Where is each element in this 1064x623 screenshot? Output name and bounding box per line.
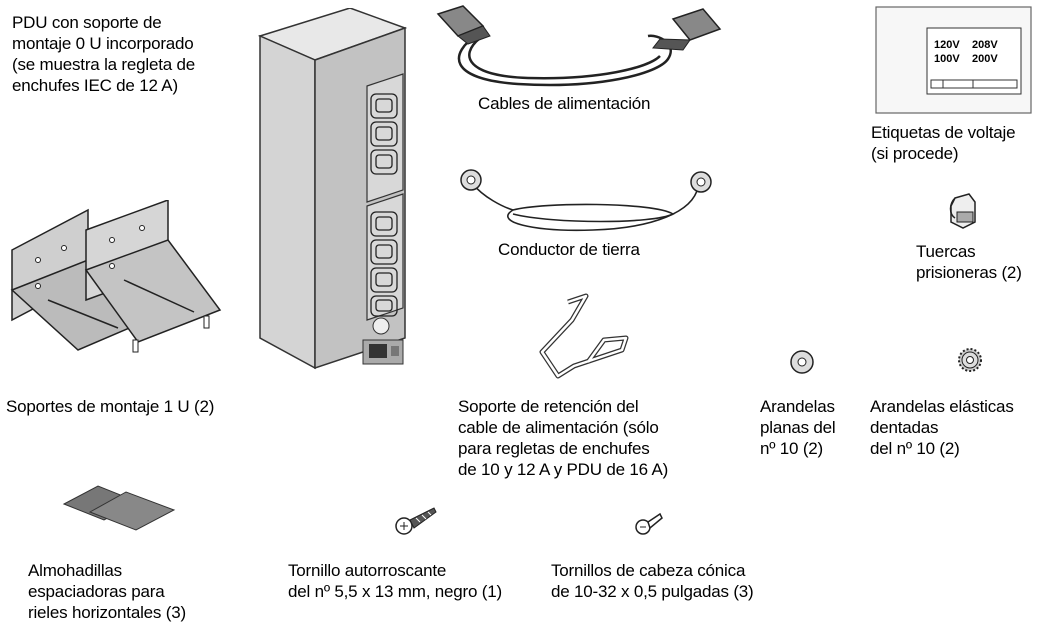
ground-wire-label: Conductor de tierra xyxy=(498,240,640,259)
lock-washers-label: Arandelas elásticas dentadas del nº 10 (… xyxy=(870,397,1014,458)
voltage-label-card: 120V 208V 100V 200V xyxy=(875,6,1032,114)
cage-nuts-label: Tuercas prisioneras (2) xyxy=(916,242,1022,282)
countersunk-screw-illustration xyxy=(635,512,663,535)
voltage-120v: 120V xyxy=(934,39,960,51)
power-cables-illustration xyxy=(436,5,722,87)
self-tapping-screw-label: Tornillo autorroscante del nº 5,5 x 13 m… xyxy=(288,561,502,601)
brackets-1u-illustration xyxy=(10,200,222,353)
flat-washer-illustration xyxy=(790,350,814,374)
voltage-labels-label: Etiquetas de voltaje (si procede) xyxy=(871,123,1016,163)
retention-bracket-label: Soporte de retención del cable de alimen… xyxy=(458,397,669,479)
spacer-pads-illustration xyxy=(62,485,176,531)
countersunk-screws-label: Tornillos de cabeza cónica de 10-32 x 0,… xyxy=(551,561,754,601)
pdu-label: PDU con soporte de montaje 0 U incorpora… xyxy=(12,13,196,95)
ground-wire-illustration xyxy=(460,169,712,232)
voltage-208v: 208V xyxy=(972,39,998,51)
spacer-pads-label: Almohadillas espaciadoras para rieles ho… xyxy=(28,561,186,622)
lock-washer-illustration xyxy=(958,348,982,372)
voltage-100v: 100V xyxy=(934,53,960,65)
self-tapping-screw-illustration xyxy=(395,507,437,535)
flat-washers-label: Arandelas planas del nº 10 (2) xyxy=(760,397,836,458)
power-cables-label: Cables de alimentación xyxy=(478,94,651,113)
brackets-1u-label: Soportes de montaje 1 U (2) xyxy=(6,397,215,416)
cage-nut-illustration xyxy=(949,193,976,229)
voltage-200v: 200V xyxy=(972,53,998,65)
retention-bracket-illustration xyxy=(539,293,629,379)
pdu-illustration xyxy=(257,8,408,370)
